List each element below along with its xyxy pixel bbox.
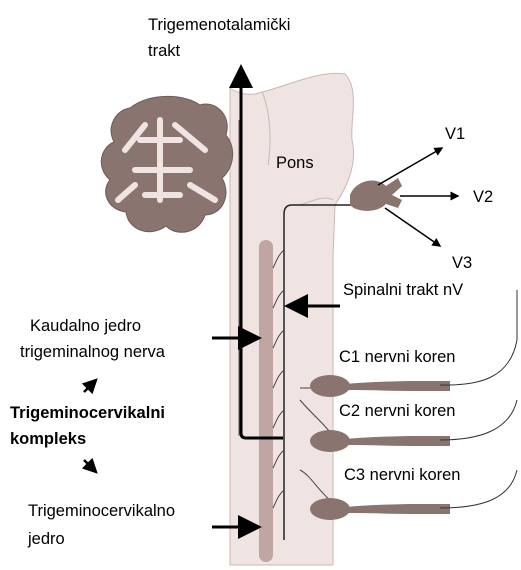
cerebellum-section (101, 96, 232, 232)
tract-label-line1: Trigemenotalamički (148, 16, 290, 34)
trigeminal-nucleus-column (259, 240, 273, 562)
c3-label: C3 nervni koren (344, 466, 460, 484)
brainstem (230, 73, 354, 565)
complex-down-arrow (84, 460, 96, 472)
c1-root (310, 290, 517, 397)
complex-label-line2: kompleks (10, 430, 86, 448)
complex-label-line1: Trigeminocervikalni (10, 404, 165, 422)
v1-label: V1 (445, 125, 465, 143)
caudal-nucleus-label-line1: Kaudalno jedro (30, 317, 141, 335)
trigeminal-ganglion (350, 148, 458, 246)
spinal-tract-label: Spinalni trakt nV (343, 281, 463, 299)
v3-label: V3 (452, 254, 472, 272)
v2-label: V2 (473, 188, 493, 206)
tcn-label-line1: Trigeminocervikalno (28, 502, 175, 520)
c2-label: C2 nervni koren (339, 402, 455, 420)
c1-label: C1 nervni koren (339, 348, 455, 366)
pons-label: Pons (276, 154, 314, 172)
tcn-label-line2: jedro (27, 530, 65, 548)
complex-up-arrow (84, 380, 96, 392)
caudal-nucleus-label-line2: trigeminalnog nerva (20, 343, 166, 361)
tract-label-line2: trakt (148, 42, 181, 60)
